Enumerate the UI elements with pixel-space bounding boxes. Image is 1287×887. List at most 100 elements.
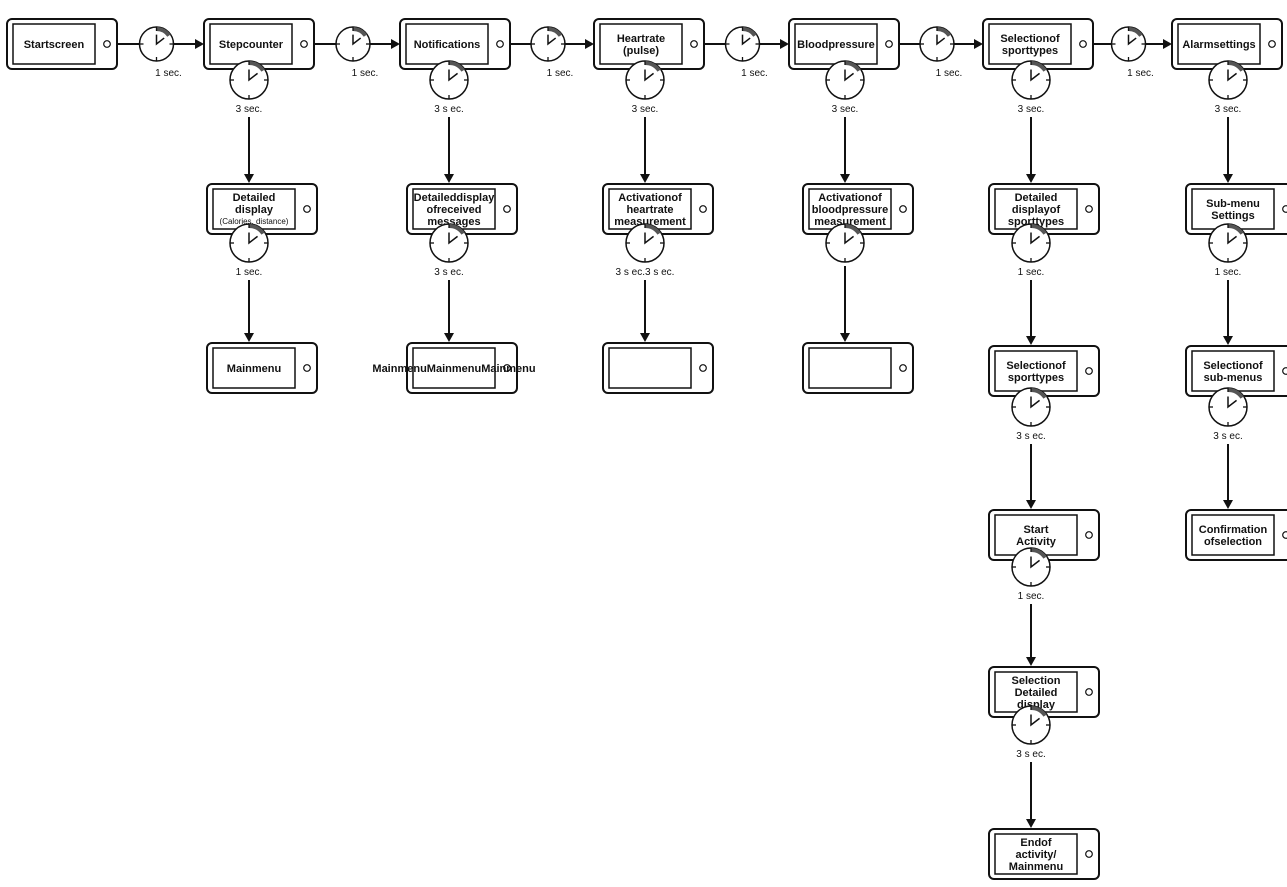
phone-screen xyxy=(1191,350,1275,392)
timer-hands xyxy=(547,34,557,46)
timer-hands xyxy=(644,69,655,82)
timer-icon: 3 s ec. xyxy=(1011,705,1051,760)
arrow-down-icon xyxy=(444,174,454,183)
timer-hands xyxy=(741,34,751,46)
arrow-down-icon xyxy=(1026,500,1036,509)
screen-label: Start xyxy=(1023,524,1048,536)
timer-icon: 3 sec. xyxy=(229,60,269,115)
timer-hands xyxy=(1227,396,1238,409)
timer-progress-arc xyxy=(548,27,563,37)
home-button-icon xyxy=(503,205,511,213)
timer-progress-arc xyxy=(845,61,861,72)
timer-progress-arc xyxy=(249,224,265,235)
timer-hands xyxy=(844,69,855,82)
arrow-down-icon xyxy=(840,333,850,342)
timer-progress-arc xyxy=(449,223,465,235)
home-button-icon xyxy=(699,364,707,372)
timer-hands xyxy=(1030,556,1041,569)
arrow-down-icon xyxy=(244,174,254,183)
screen-label: sporttypes xyxy=(1002,45,1058,57)
timer-hands xyxy=(844,232,855,245)
arrow-down-icon xyxy=(1026,336,1036,345)
phone-screen xyxy=(608,347,692,389)
screen-label: Selectionof xyxy=(1000,33,1060,45)
phone-screen xyxy=(994,188,1078,230)
timer-icon: 1 sec. xyxy=(1011,547,1051,602)
timer-hands xyxy=(448,69,459,82)
timer-icon: 1 sec. xyxy=(229,223,269,278)
timer-hands xyxy=(1030,69,1041,82)
timer-hands xyxy=(1030,232,1041,245)
timer-progress-arc xyxy=(1031,388,1047,399)
arrow-right-icon xyxy=(1163,39,1172,49)
timer-hands xyxy=(448,232,459,245)
screen-label: Detailed xyxy=(233,192,276,204)
home-button-icon xyxy=(303,205,311,213)
timer-icon: 1 sec. xyxy=(1208,223,1248,278)
screen-label: Bloodpressure xyxy=(797,39,875,51)
timer-icon xyxy=(825,223,865,263)
timer-icon: 3 sec. xyxy=(1011,60,1051,115)
timer-label: 3 sec. xyxy=(1215,104,1242,115)
screen-label: Mainmenu xyxy=(1009,861,1063,873)
screen-label: measurement xyxy=(614,216,686,228)
screen-label: display xyxy=(235,204,274,216)
arrow-down-icon xyxy=(244,333,254,342)
home-button-icon xyxy=(899,205,907,213)
phone-screen xyxy=(794,23,878,65)
phone-screen xyxy=(1177,23,1261,65)
arrow-down-icon xyxy=(444,333,454,342)
home-button-icon xyxy=(1085,205,1093,213)
screen-label: MainmenuMainmenuMainmenu xyxy=(372,363,535,375)
timer-icon: 3 s ec. xyxy=(429,223,469,278)
screen-label: Endof xyxy=(1020,837,1051,849)
timer-progress-arc xyxy=(1031,60,1047,72)
screen-label: Sub-menu xyxy=(1206,198,1260,210)
home-button-icon xyxy=(300,40,308,48)
home-button-icon xyxy=(103,40,111,48)
timer-label: 3 s ec. xyxy=(1213,431,1242,442)
timer-label: 3 sec. xyxy=(236,104,263,115)
timer-hands xyxy=(248,232,259,245)
arrow-down-icon xyxy=(1026,819,1036,828)
phone-screen xyxy=(994,833,1078,875)
timer-progress-arc xyxy=(1128,27,1143,37)
home-button-icon xyxy=(1282,205,1287,213)
phone-screen xyxy=(412,188,496,230)
screen-label: ofselection xyxy=(1204,536,1262,548)
phone-screen xyxy=(1191,514,1275,556)
phone-screen xyxy=(209,23,293,65)
timer-progress-arc xyxy=(156,27,171,37)
timer-icon: 1 sec. xyxy=(919,26,962,79)
timer-progress-arc xyxy=(1228,61,1244,72)
screen-label: heartrate xyxy=(626,204,673,216)
screen-stepcounter: Stepcounter xyxy=(203,18,315,70)
screen-label: Mainmenu xyxy=(227,363,281,375)
phone-screen xyxy=(1191,188,1275,230)
home-button-icon xyxy=(899,364,907,372)
screen-label: Activationof xyxy=(618,192,682,204)
arrow-down-icon xyxy=(1223,336,1233,345)
timer-label: 1 sec. xyxy=(352,68,379,79)
screen-label: displayof xyxy=(1012,204,1061,216)
screen-bloodpressure: Bloodpressure xyxy=(788,18,900,70)
home-button-icon xyxy=(496,40,504,48)
timer-label: 3 s ec. xyxy=(434,267,463,278)
timer-icon: 3 s ec. xyxy=(1011,387,1051,442)
arrow-right-icon xyxy=(974,39,983,49)
home-button-icon xyxy=(699,205,707,213)
timer-label: 1 sec. xyxy=(547,68,574,79)
timer-label: 3 s ec.3 s ec. xyxy=(616,267,675,278)
timer-label: 3 s ec. xyxy=(1016,749,1045,760)
timer-hands xyxy=(1127,34,1137,46)
phone-screen xyxy=(599,23,683,65)
screen-label: Confirmation xyxy=(1199,524,1268,536)
timer-progress-arc xyxy=(645,224,661,235)
timer-label: 1 sec. xyxy=(1127,68,1154,79)
